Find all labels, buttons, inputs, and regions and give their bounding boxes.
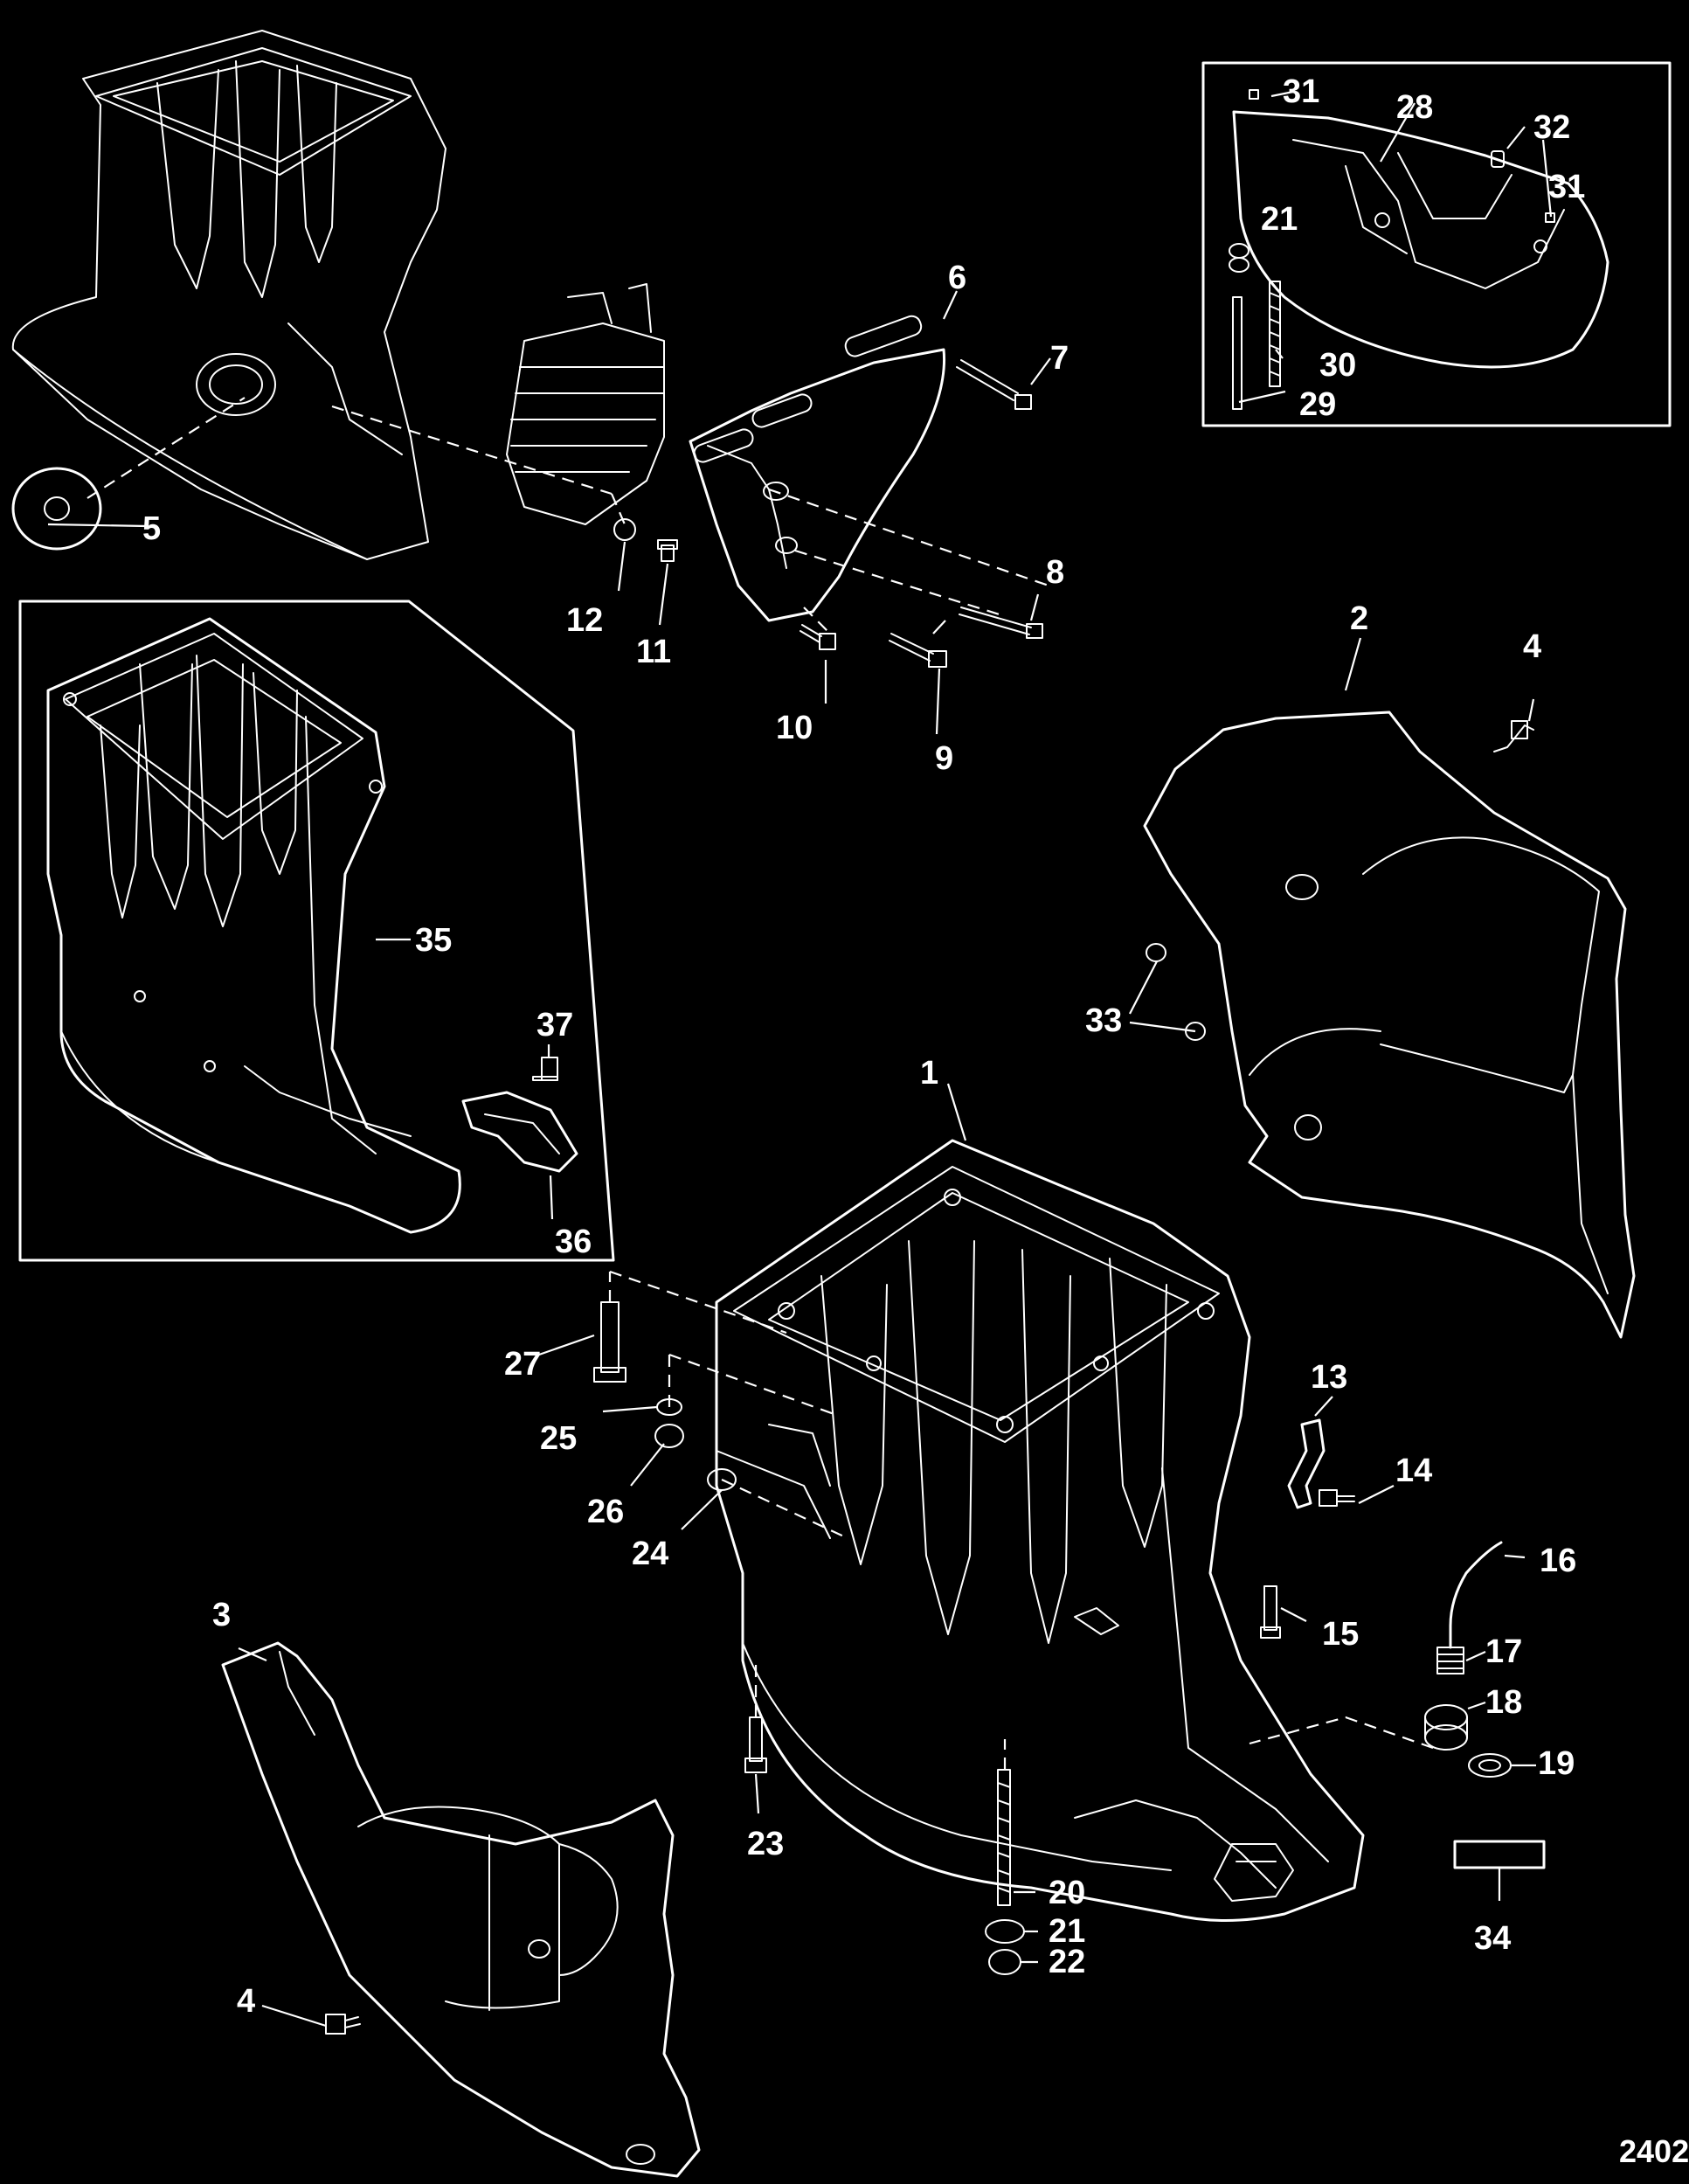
- part-3-side-panel: [221, 1641, 701, 2178]
- callout-8: 8: [1046, 554, 1064, 591]
- part-36-bracket: [461, 1091, 578, 1173]
- part-26-nut: [654, 1424, 684, 1448]
- part-14-screw: [1319, 1489, 1355, 1507]
- callout-19: 19: [1538, 1745, 1575, 1782]
- callout-17: 17: [1485, 1633, 1522, 1670]
- inset-box-top-right: [1201, 61, 1672, 427]
- exhaust-adapter-context: [506, 283, 665, 525]
- part-28-bracket: [1232, 110, 1609, 369]
- callout-5: 5: [142, 510, 161, 547]
- callout-11: 11: [636, 634, 671, 670]
- callout-33: 33: [1085, 1002, 1122, 1039]
- callout-36: 36: [555, 1224, 592, 1260]
- part-7-bolt: [956, 359, 1032, 410]
- callout-28: 28: [1396, 89, 1433, 126]
- part-5-cap: [11, 467, 102, 551]
- callout-21-bottom: 21: [1049, 1913, 1085, 1950]
- callout-26: 26: [587, 1494, 624, 1530]
- callout-13: 13: [1311, 1359, 1347, 1396]
- figure-code: 2402: [1619, 2133, 1689, 2169]
- callout-16: 16: [1540, 1543, 1576, 1579]
- part-8-bolt: [959, 607, 1043, 639]
- callout-24: 24: [632, 1536, 668, 1572]
- part-15-screw: [1260, 1585, 1281, 1639]
- part-33-grommet-b: [1185, 1022, 1206, 1041]
- part-27-bolt: [593, 1301, 626, 1383]
- part-4-screw-top: [1493, 720, 1534, 752]
- callout-4-bottom: 4: [237, 1983, 255, 2020]
- callout-6: 6: [948, 260, 966, 296]
- callout-21-inset: 21: [1261, 201, 1298, 238]
- callout-37: 37: [536, 1007, 573, 1043]
- part-22-nut: [988, 1949, 1021, 1975]
- part-11-screw: [657, 539, 678, 562]
- callout-10: 10: [776, 710, 813, 746]
- callout-34: 34: [1474, 1920, 1511, 1957]
- part-29-30-studs: [1229, 243, 1281, 410]
- part-18-grommet: [1424, 1704, 1468, 1751]
- callout-3: 3: [212, 1597, 231, 1633]
- part-33-grommet-a: [1146, 943, 1166, 962]
- part-21-washer: [985, 1919, 1025, 1944]
- callout-27: 27: [504, 1346, 541, 1383]
- part-9-bolt: [889, 633, 947, 668]
- part-37-screw: [532, 1057, 558, 1081]
- part-6-mount-bracket: [689, 315, 946, 622]
- callout-22: 22: [1049, 1944, 1085, 1980]
- callout-18: 18: [1485, 1684, 1522, 1721]
- part-32-plug: [1491, 150, 1505, 168]
- upper-housing-context: [11, 30, 446, 560]
- part-23-screw: [744, 1716, 767, 1773]
- callout-15: 15: [1322, 1616, 1359, 1653]
- callout-35: 35: [415, 922, 452, 959]
- part-35-driveshaft-housing: [46, 617, 461, 1234]
- callout-9: 9: [935, 740, 953, 777]
- part-13-bracket: [1287, 1418, 1326, 1509]
- callout-32: 32: [1533, 109, 1570, 146]
- callout-23: 23: [747, 1826, 784, 1862]
- callout-25: 25: [540, 1420, 577, 1457]
- callout-31-a: 31: [1283, 73, 1319, 110]
- callout-1: 1: [920, 1055, 938, 1092]
- callout-7: 7: [1050, 340, 1069, 377]
- part-31-nut: [1249, 89, 1259, 100]
- callout-29: 29: [1299, 386, 1336, 423]
- part-2-side-panel: [1143, 711, 1636, 1339]
- callout-31-b: 31: [1548, 169, 1585, 205]
- part-16-hose: [1449, 1541, 1503, 1649]
- callout-4-top: 4: [1523, 628, 1541, 665]
- inset-box-left: [18, 600, 615, 1262]
- part-4-screw-bottom: [325, 2014, 361, 2035]
- part-1-driveshaft-housing: [715, 1139, 1365, 1922]
- part-12-washer: [613, 518, 636, 541]
- callout-20: 20: [1049, 1875, 1085, 1911]
- callout-2: 2: [1350, 600, 1368, 637]
- callout-30: 30: [1319, 347, 1356, 384]
- part-34-decal: [1453, 1840, 1546, 1869]
- callout-12: 12: [566, 602, 603, 639]
- assembly-lines: [87, 397, 1434, 1770]
- part-17-fitting: [1436, 1647, 1464, 1674]
- part-10-bolt: [800, 624, 836, 650]
- callout-14: 14: [1395, 1453, 1432, 1489]
- part-19-clip: [1468, 1753, 1512, 1778]
- leader-lines: [47, 90, 1553, 2028]
